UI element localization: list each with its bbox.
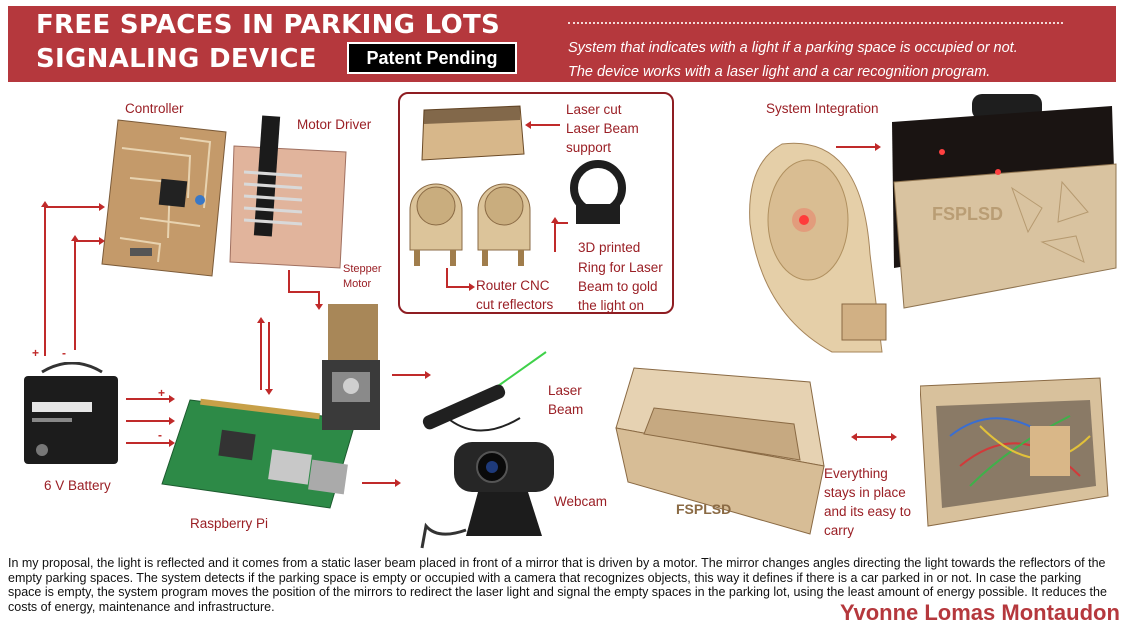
laser-cut-label-3: support xyxy=(566,140,612,155)
raspberry-pi-image xyxy=(161,398,357,509)
reflector-right-image xyxy=(477,183,531,266)
place-label-4: carry xyxy=(824,523,854,538)
stepper-label-1: Stepper xyxy=(343,263,382,275)
router-arrow-v xyxy=(446,268,448,286)
laser-beam-label-1: Laser xyxy=(548,383,582,398)
system-integration-label: System Integration xyxy=(766,101,879,116)
ring-arrow-v xyxy=(551,217,558,252)
battery-minus-arrow xyxy=(71,235,78,350)
ring-3d-image xyxy=(570,160,626,224)
driver-stepper-arrow-h xyxy=(288,291,318,293)
laser-cut-label-1: Laser cut xyxy=(566,102,622,117)
laser-pointer-image xyxy=(422,351,547,432)
support-arrow xyxy=(525,121,560,128)
pi-minus-sign: - xyxy=(158,428,162,442)
battery-image xyxy=(24,362,118,464)
router-label-1: Router CNC xyxy=(476,278,550,293)
router-arrow-h xyxy=(446,283,475,290)
driver-stepper-arrow-v xyxy=(288,270,290,292)
webcam-image xyxy=(420,442,554,549)
driver-stepper-arrow-down xyxy=(315,291,322,310)
place-label-2: stays in place xyxy=(824,485,906,500)
ring-label-2: Ring for Laser xyxy=(578,260,663,275)
controller-feed-arrow xyxy=(44,203,105,210)
box-brand-text: FSPLSD xyxy=(932,204,1004,224)
pi-mid-arrow xyxy=(126,417,175,424)
motor-driver-label: Motor Driver xyxy=(297,117,372,132)
pi-minus-arrow xyxy=(126,439,175,446)
place-label-1: Everything xyxy=(824,466,888,481)
tagline-2: The device works with a laser light and … xyxy=(568,64,991,80)
battery-minus-sign: - xyxy=(62,346,66,360)
laser-cut-label-2: Laser Beam xyxy=(566,121,639,136)
title-line-2: SIGNALING DEVICE xyxy=(36,44,317,74)
ring-label-4: the light on xyxy=(578,298,645,313)
pi-webcam-arrow xyxy=(362,479,401,486)
dotted-divider xyxy=(568,22,1063,24)
laser-support-image xyxy=(421,105,525,161)
controller-label: Controller xyxy=(125,101,184,116)
components-frame xyxy=(398,92,674,314)
battery-plus-arrow xyxy=(41,201,48,356)
ring-arrow-h xyxy=(554,222,568,224)
battery-plus-sign: + xyxy=(32,346,40,360)
motor-driver-image xyxy=(229,115,347,269)
description-text: In my proposal, the light is reflected a… xyxy=(8,556,1107,614)
controller-board-image xyxy=(101,119,227,277)
ring-label-1: 3D printed xyxy=(578,240,641,255)
webcam-label: Webcam xyxy=(554,494,608,509)
stepper-label-2: Motor xyxy=(343,278,372,290)
controller-feed-arrow-2 xyxy=(74,237,105,244)
pi-down-arrow xyxy=(265,322,272,395)
battery-label: 6 V Battery xyxy=(44,478,111,493)
empty-box-brand-text: FSPLSD xyxy=(676,501,732,517)
integrated-box-image xyxy=(892,94,1117,309)
patent-badge: Patent Pending xyxy=(347,42,517,74)
author-name: Yvonne Lomas Montaudon xyxy=(840,600,1120,625)
laser-beam-label-2: Beam xyxy=(548,402,584,417)
router-label-2: cut reflectors xyxy=(476,297,554,312)
pi-plus-arrow xyxy=(126,395,175,402)
title-line-1: FREE SPACES IN PARKING LOTS xyxy=(36,10,501,40)
integration-arrow xyxy=(836,143,881,150)
stepper-laser-arrow xyxy=(392,371,431,378)
pi-plus-sign: + xyxy=(158,386,166,400)
stepper-motor-image xyxy=(322,304,380,430)
raspberry-label: Raspberry Pi xyxy=(190,516,269,531)
place-label-3: and its easy to xyxy=(824,504,912,519)
pi-up-arrow xyxy=(257,317,264,390)
header-banner xyxy=(8,6,1116,82)
reflector-closeup-image xyxy=(749,142,887,353)
reflector-left-image xyxy=(409,183,463,266)
wired-box-image xyxy=(920,377,1109,527)
tagline-1: System that indicates with a light if a … xyxy=(568,40,1018,56)
empty-box-image xyxy=(615,367,825,535)
ring-label-3: Beam to gold xyxy=(578,279,658,294)
carry-arrow xyxy=(851,433,897,440)
